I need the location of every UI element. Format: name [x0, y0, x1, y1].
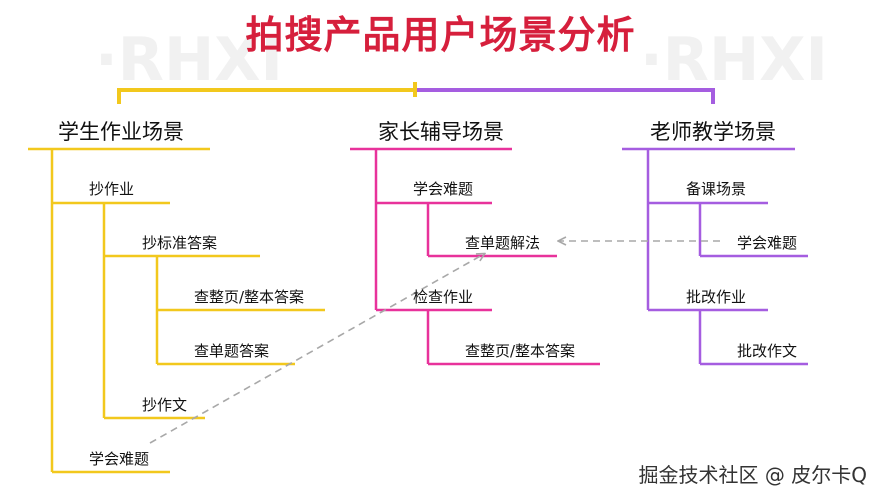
lesson-prep-label: 备课场景: [686, 180, 747, 198]
watermark-glyphs-right: ·RHXI: [640, 25, 828, 95]
check-homework-label: 检查作业: [413, 288, 474, 306]
top-connector-yellow: [117, 88, 415, 104]
student-learn-problems-label: 学会难题: [89, 450, 150, 468]
copy-homework-label: 抄作业: [89, 180, 135, 198]
teacher-scenario-label: 老师教学场景: [650, 120, 776, 144]
grade-essay-label: 批改作文: [737, 342, 798, 360]
teacher-branch-lines: [622, 147, 808, 366]
top-connector-purple: [415, 88, 715, 104]
parent-scenario-label: 家长辅导场景: [378, 120, 504, 144]
single-solution-label: 查单题解法: [465, 234, 541, 252]
parent-branch-lines: [350, 147, 600, 366]
whole-page-answer-label: 查整页/整本答案: [194, 288, 305, 306]
student-scenario-label: 学生作业场景: [58, 120, 184, 144]
top-connector: [117, 82, 715, 104]
source-watermark: 掘金技术社区 @ 皮尔卡Q: [638, 463, 867, 487]
student-branch-lines: [28, 147, 325, 474]
copy-essay-label: 抄作文: [142, 396, 188, 414]
parent-whole-page-label: 查整页/整本答案: [465, 342, 576, 360]
page-title: 拍搜产品用户场景分析: [245, 13, 636, 57]
arrow-student-to-parent: [149, 254, 484, 444]
teacher-learn-problems-label: 学会难题: [737, 234, 798, 252]
parent-learn-problems-label: 学会难题: [413, 180, 474, 198]
copy-standard-answer-label: 抄标准答案: [142, 234, 218, 252]
watermark-glyphs-left: ·RHXI: [95, 25, 283, 95]
relation-arrows: [149, 241, 720, 444]
background-watermark-shapes: ·RHXI ·RHXI: [95, 25, 828, 95]
grade-homework-label: 批改作业: [686, 288, 747, 306]
single-question-answer-label: 查单题答案: [194, 342, 270, 360]
